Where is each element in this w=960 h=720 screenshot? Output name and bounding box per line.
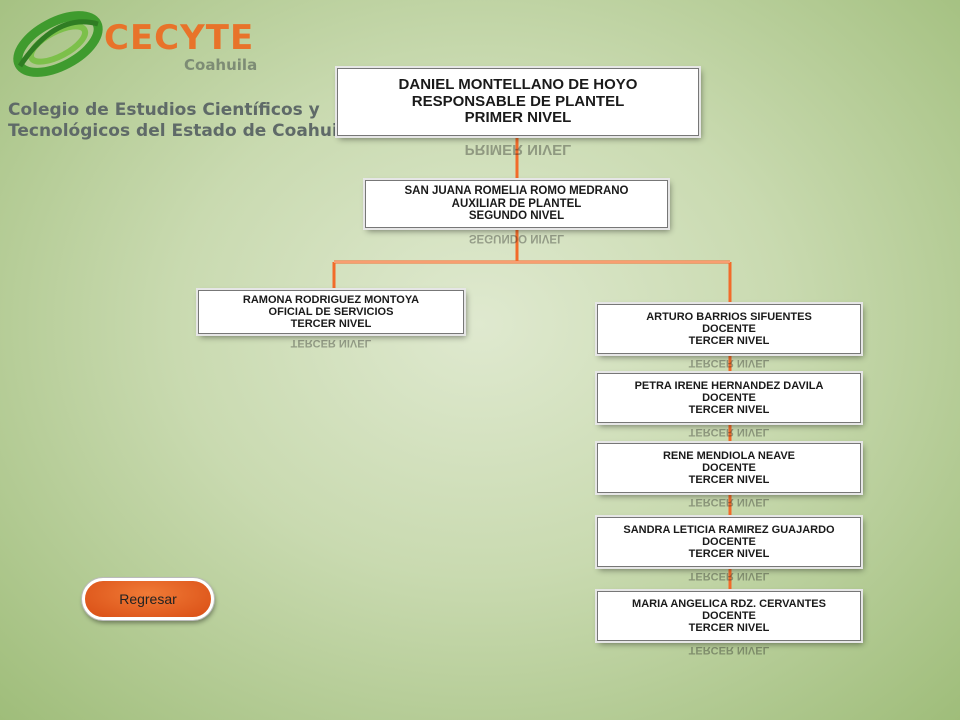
node-role: DOCENTE (702, 391, 756, 404)
node-name: SANDRA LETICIA RAMIREZ GUAJARDO (623, 523, 835, 536)
node-role: DOCENTE (702, 535, 756, 548)
back-button[interactable]: Regresar (82, 578, 214, 620)
node-level: SEGUNDO NIVEL (468, 210, 565, 223)
logo-name: CECYTE (104, 18, 255, 58)
node-level: TERCER NIVEL (290, 318, 372, 331)
node-name: PETRA IRENE HERNANDEZ DAVILA (634, 379, 824, 392)
org-node-right-4: SANDRA LETICIA RAMIREZ GUAJARDO DOCENTE … (597, 517, 861, 567)
node-name: RAMONA RODRIGUEZ MONTOYA (242, 293, 420, 306)
node-role: OFICIAL DE SERVICIOS (268, 305, 394, 318)
node-level: TERCER NIVEL (688, 622, 770, 635)
org-node-right-5: MARIA ANGELICA RDZ. CERVANTES DOCENTE TE… (597, 591, 861, 641)
logo-swirl-icon (13, 11, 103, 77)
org-node-second: SAN JUANA ROMELIA ROMO MEDRANO AUXILIAR … (365, 180, 668, 228)
node-reflection: TERCER NIVEL (688, 426, 770, 438)
node-level: TERCER NIVEL (688, 335, 770, 348)
org-node-right-1: ARTURO BARRIOS SIFUENTES DOCENTE TERCER … (597, 304, 861, 354)
node-role: DOCENTE (702, 322, 756, 335)
logo-state: Coahuila (184, 56, 258, 74)
node-level: TERCER NIVEL (688, 404, 770, 417)
node-level: TERCER NIVEL (688, 548, 770, 561)
cecyte-logo: CECYTE Coahuila Colegio de Estudios Cien… (6, 4, 355, 144)
node-name: RENE MENDIOLA NEAVE (662, 449, 795, 462)
node-name: ARTURO BARRIOS SIFUENTES (646, 310, 812, 323)
node-name: MARIA ANGELICA RDZ. CERVANTES (632, 597, 826, 610)
node-reflection: TERCER NIVEL (688, 357, 770, 369)
node-reflection: TERCER NIVEL (688, 570, 770, 582)
node-name: DANIEL MONTELLANO DE HOYO (398, 75, 638, 93)
node-role: AUXILIAR DE PLANTEL (451, 197, 582, 210)
node-role: RESPONSABLE DE PLANTEL (411, 92, 625, 110)
org-node-right-3: RENE MENDIOLA NEAVE DOCENTE TERCER NIVEL (597, 443, 861, 493)
org-node-left: RAMONA RODRIGUEZ MONTOYA OFICIAL DE SERV… (198, 290, 464, 334)
node-name: SAN JUANA ROMELIA ROMO MEDRANO (404, 184, 629, 197)
org-node-top: DANIEL MONTELLANO DE HOYO RESPONSABLE DE… (337, 68, 699, 136)
node-role: DOCENTE (702, 609, 756, 622)
node-level: TERCER NIVEL (688, 474, 770, 487)
node-level: PRIMER NIVEL (464, 109, 572, 127)
node-reflection: TERCER NIVEL (688, 496, 770, 508)
logo-line-2: Tecnológicos del Estado de Coahuila (8, 121, 356, 141)
node-role: DOCENTE (702, 461, 756, 474)
node-reflection: PRIMER NIVEL (464, 141, 572, 158)
node-reflection: SEGUNDO NIVEL (468, 232, 565, 244)
org-node-right-2: PETRA IRENE HERNANDEZ DAVILA DOCENTE TER… (597, 373, 861, 423)
node-reflection: TERCER NIVEL (290, 337, 372, 349)
node-reflection: TERCER NIVEL (688, 644, 770, 656)
logo-line-1: Colegio de Estudios Científicos y (8, 100, 320, 120)
